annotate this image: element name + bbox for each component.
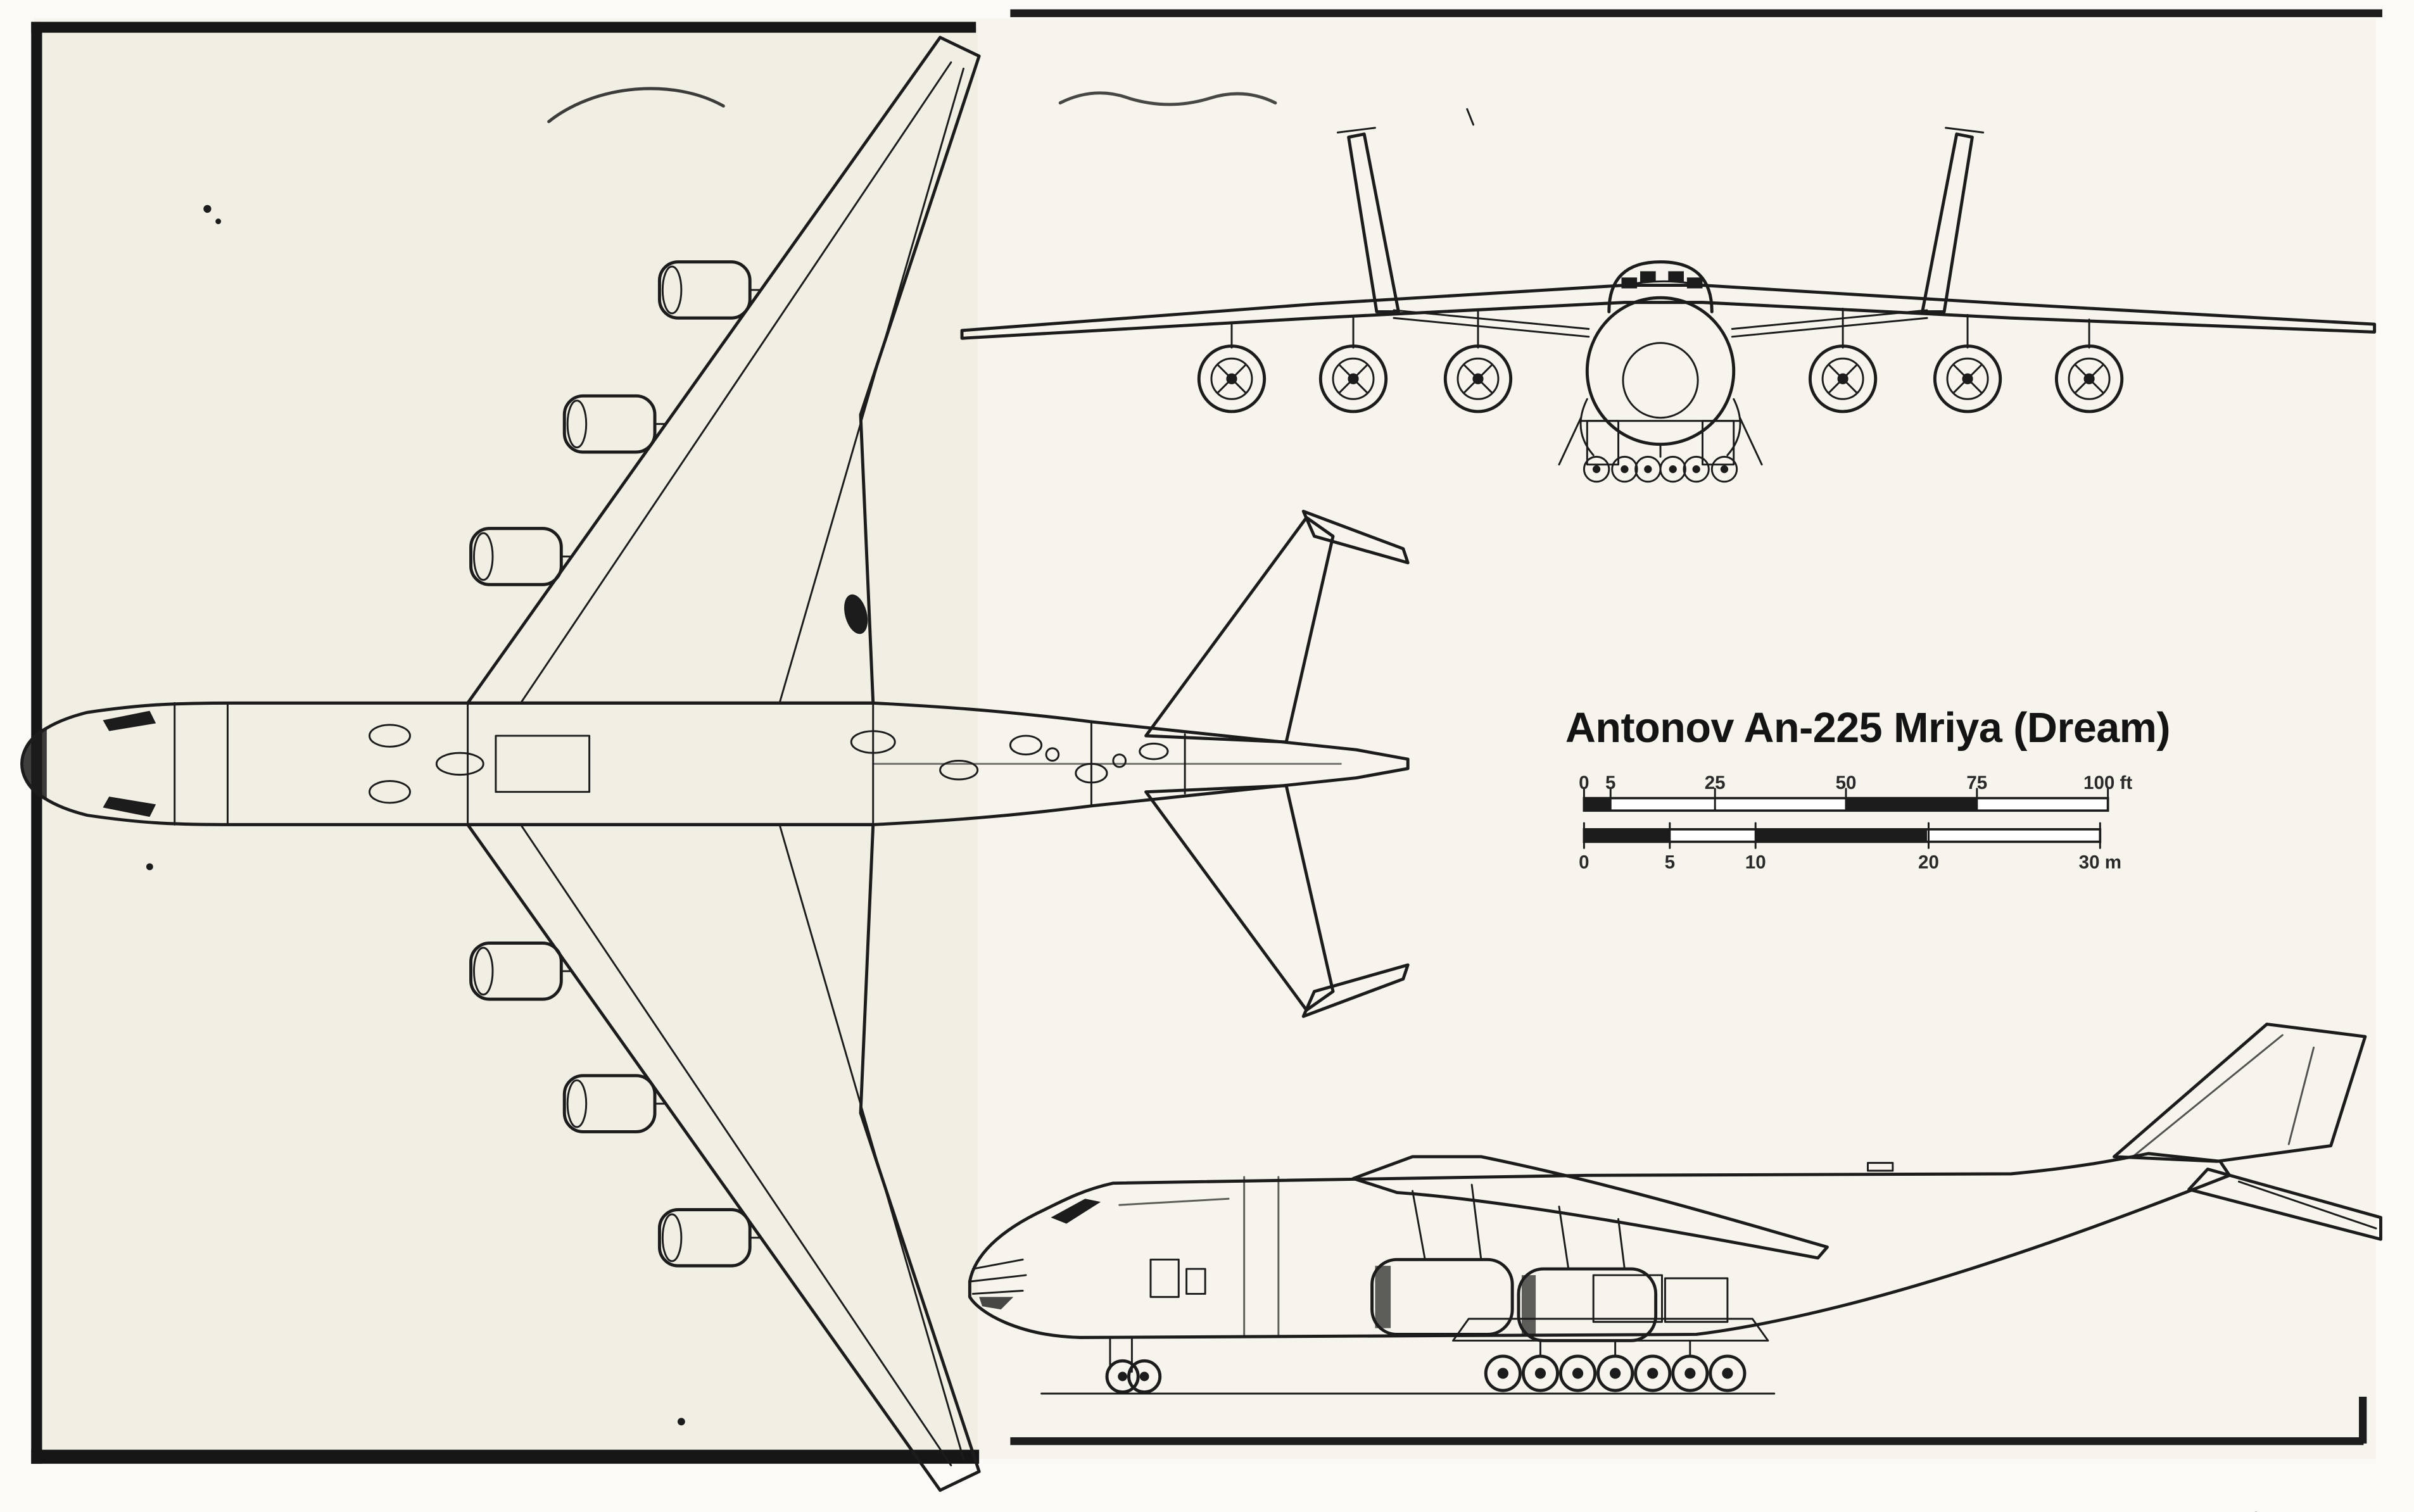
lower-wing-outline bbox=[466, 822, 981, 1492]
horizontal-stabilizer bbox=[2187, 1168, 2382, 1241]
scale-tick-label: 50 bbox=[1835, 771, 1857, 794]
stabilizer-upper bbox=[1144, 515, 1335, 744]
wing-outline bbox=[960, 284, 2377, 340]
cockpit-window bbox=[103, 710, 156, 731]
stabilizer bbox=[1393, 309, 1928, 338]
center-wing-box bbox=[495, 734, 591, 793]
scale-tick-label: 10 bbox=[1745, 851, 1766, 873]
fuselage-hatches bbox=[369, 724, 1169, 804]
vertical-fin bbox=[2113, 1023, 2367, 1163]
engine-nacelle bbox=[1370, 1257, 1514, 1336]
scan-smudges bbox=[146, 91, 2258, 1512]
engine-front bbox=[1808, 307, 1878, 413]
scale-tick-label: 25 bbox=[1704, 771, 1726, 794]
right-fin bbox=[1921, 132, 1974, 313]
scale-tick-label: 20 bbox=[1918, 851, 1939, 873]
side-view-fuselage bbox=[968, 1152, 2232, 1339]
cockpit-hump bbox=[1607, 260, 1714, 313]
gear-wheels bbox=[1583, 455, 1738, 483]
front-view-wing bbox=[960, 280, 2377, 340]
paper-wash bbox=[34, 18, 2377, 1459]
engine-nacelle bbox=[562, 394, 657, 454]
scale-tick-label: 5 bbox=[1605, 771, 1616, 794]
scale-bar-feet bbox=[1583, 788, 2109, 812]
antenna bbox=[1866, 1162, 1894, 1172]
side-view-wing bbox=[1351, 1155, 1829, 1260]
engine-front bbox=[1443, 309, 1513, 413]
fuselage-section bbox=[1585, 296, 1736, 446]
side-view-drawing bbox=[968, 1023, 2382, 1395]
scale-bar-meters bbox=[1583, 822, 2102, 849]
radome-lines bbox=[970, 1258, 1027, 1295]
fin-upper bbox=[1301, 510, 1410, 565]
front-view-drawing bbox=[960, 127, 2377, 483]
upper-wing-outline bbox=[466, 35, 981, 705]
fin-lower bbox=[1301, 963, 1410, 1018]
fuselage-outline bbox=[968, 1152, 2232, 1339]
side-view-engines bbox=[1370, 1183, 1658, 1342]
top-view-drawing bbox=[20, 35, 1410, 1492]
scale-tick-label: 100 ft bbox=[2083, 771, 2133, 794]
wing-profile bbox=[1351, 1155, 1829, 1260]
scale-tick-label: 30 m bbox=[2078, 851, 2121, 873]
front-view-fuselage bbox=[1579, 260, 1741, 457]
engine-front bbox=[1197, 323, 1267, 413]
drawing-title: Antonov An-225 Mriya (Dream) bbox=[1565, 704, 2171, 752]
side-view-landing-gear bbox=[1040, 1274, 1776, 1395]
cockpit-windows bbox=[1621, 271, 1703, 289]
top-view-fuselage bbox=[20, 701, 1410, 826]
front-view-tail bbox=[1336, 127, 1985, 338]
crew-door bbox=[1149, 1258, 1180, 1298]
cockpit-window bbox=[103, 797, 156, 817]
scale-bars bbox=[1583, 788, 2109, 849]
scale-tick-label: 75 bbox=[1966, 771, 1988, 794]
engine-nacelle bbox=[469, 527, 563, 586]
top-view-tailplane bbox=[1144, 510, 1410, 1018]
top-view-engines-lower-wing bbox=[469, 942, 762, 1268]
nose-cap bbox=[22, 726, 47, 802]
front-view-landing-gear bbox=[1558, 417, 1763, 483]
scale-tick-label: 5 bbox=[1664, 851, 1676, 873]
stabilizer-lower bbox=[1144, 784, 1335, 1012]
top-view-engines-upper-wing bbox=[469, 260, 762, 586]
left-fin bbox=[1347, 132, 1400, 313]
main-wheels bbox=[1484, 1354, 1747, 1392]
front-view-engines bbox=[1197, 307, 2124, 413]
scale-tick-label: 0 bbox=[1579, 851, 1589, 873]
scale-tick-label: 0 bbox=[1579, 771, 1589, 794]
side-view-tail bbox=[2113, 1023, 2382, 1241]
nose-wheels bbox=[1105, 1359, 1162, 1394]
engine-front bbox=[1933, 313, 2002, 413]
fuselage-outline bbox=[20, 701, 1410, 826]
gear-fairing bbox=[1452, 1318, 1769, 1342]
engine-front bbox=[1318, 317, 1388, 413]
top-view-scan-blobs bbox=[203, 87, 868, 634]
engine-nacelle bbox=[1517, 1267, 1658, 1342]
engine-nacelle bbox=[469, 942, 563, 1001]
engine-front bbox=[2054, 318, 2124, 413]
engine-nacelle bbox=[657, 1208, 752, 1268]
cockpit-window bbox=[1051, 1199, 1101, 1224]
engine-nacelle bbox=[562, 1074, 657, 1133]
engine-nacelle bbox=[657, 260, 752, 320]
radome bbox=[1622, 342, 1699, 419]
